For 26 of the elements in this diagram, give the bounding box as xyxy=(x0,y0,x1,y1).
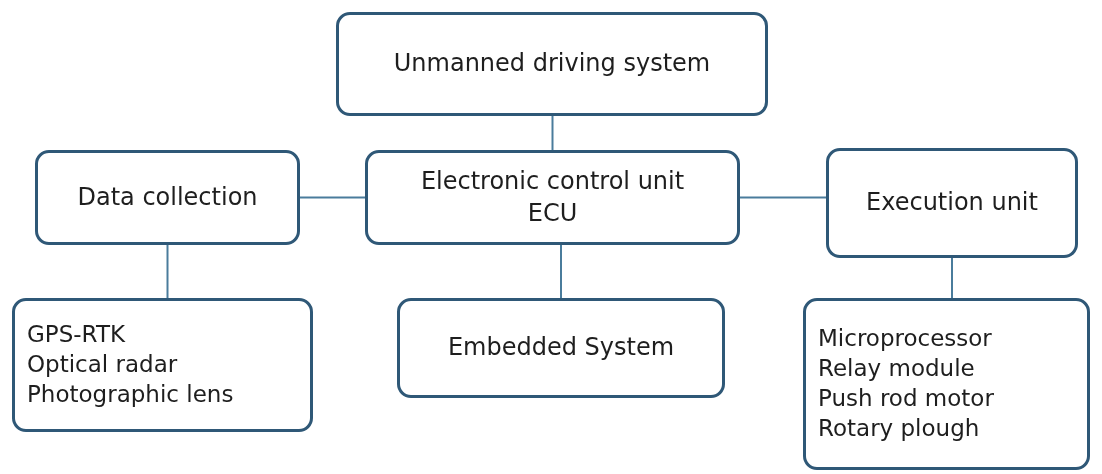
connector-line xyxy=(560,244,562,299)
box-label: ECU xyxy=(527,197,578,229)
connector-line xyxy=(299,196,366,199)
box-label: Electronic control unit xyxy=(420,166,685,198)
box-label: Embedded System xyxy=(447,332,675,364)
box-label: GPS-RTK xyxy=(27,320,126,350)
box-label: Photographic lens xyxy=(27,379,234,409)
list-box xyxy=(803,298,1090,470)
box-label: Data collection xyxy=(77,181,258,213)
process-box xyxy=(826,148,1078,258)
connector-line xyxy=(739,196,827,199)
box-label: Optical radar xyxy=(27,350,178,380)
process-box xyxy=(365,150,740,245)
box-label: Execution unit xyxy=(866,187,1038,219)
process-box xyxy=(336,12,768,116)
box-label: Rotary plough xyxy=(818,413,980,443)
connector-line xyxy=(166,244,169,299)
list-box xyxy=(12,298,313,432)
connector-line xyxy=(551,115,554,151)
box-label: Push rod motor xyxy=(818,384,994,413)
box-label: Unmanned driving system xyxy=(393,48,711,80)
connector-line xyxy=(951,257,953,299)
box-label: Relay module xyxy=(818,354,975,384)
box-label: Microprocessor xyxy=(818,324,992,354)
process-box xyxy=(35,150,300,245)
process-box xyxy=(397,298,725,398)
